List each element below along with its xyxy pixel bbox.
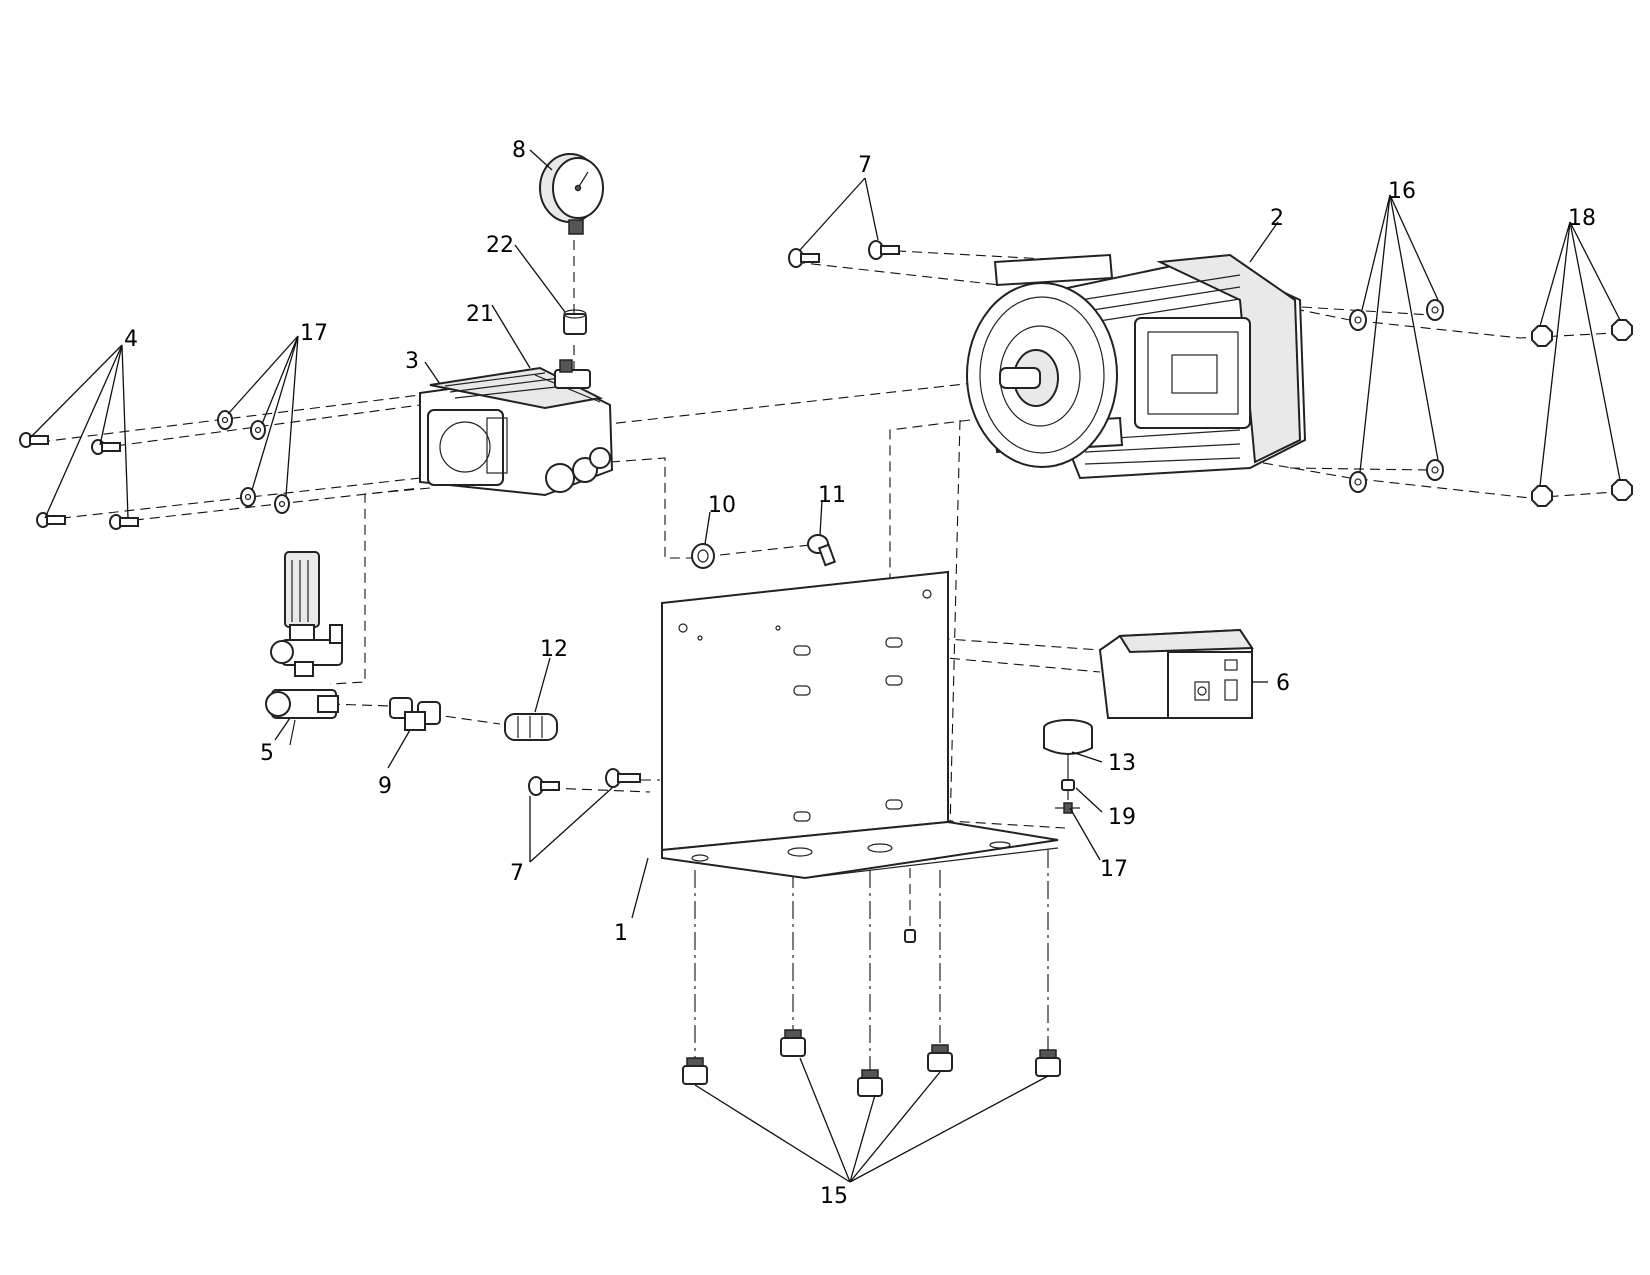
callout-12: 12 [540,637,568,662]
callout-7-upper: 7 [858,153,872,178]
gauge-adapter [563,309,587,335]
callout-18: 18 [1568,206,1596,231]
outlet-fitting [691,543,715,569]
callout-6: 6 [1276,671,1290,696]
pump-head [419,359,614,497]
callout-5: 5 [260,741,274,766]
rubber-feet [682,1029,1061,1097]
pump-washers [217,410,290,514]
callout-15: 15 [820,1184,848,1209]
callout-13: 13 [1108,751,1136,776]
callout-2: 2 [1270,206,1284,231]
switch-box [1098,628,1254,719]
switch-knob-assembly [1043,719,1093,814]
callout-22: 22 [486,233,514,258]
callout-10: 10 [708,493,736,518]
callout-16: 16 [1388,179,1416,204]
motor-bolts [788,240,900,268]
unloader-valve [265,551,343,746]
pressure-gauge [539,153,604,235]
drain-valve [807,534,837,567]
leader-lines [29,149,1621,1183]
elbow-fitting [389,697,441,731]
callout-17-lower: 17 [1100,857,1128,882]
callout-8: 8 [512,138,526,163]
callout-19: 19 [1108,805,1136,830]
base-plate [661,570,1059,880]
callout-7-lower: 7 [510,861,524,886]
callout-1: 1 [614,921,628,946]
callout-numbers: 8 22 21 3 4 17 7 2 16 18 10 11 12 6 5 9 … [124,138,1596,1209]
callout-9: 9 [378,774,392,799]
callout-17-upper: 17 [300,321,328,346]
electric-motor [966,253,1307,480]
base-bolts [528,768,916,943]
motor-nuts [1531,319,1633,507]
motor-washers [1349,299,1444,493]
callout-21: 21 [466,302,494,327]
pump-bolts [19,432,139,530]
hose-nipple [504,713,558,741]
callout-11: 11 [818,483,846,508]
callout-3: 3 [405,349,419,374]
callout-4: 4 [124,327,138,352]
